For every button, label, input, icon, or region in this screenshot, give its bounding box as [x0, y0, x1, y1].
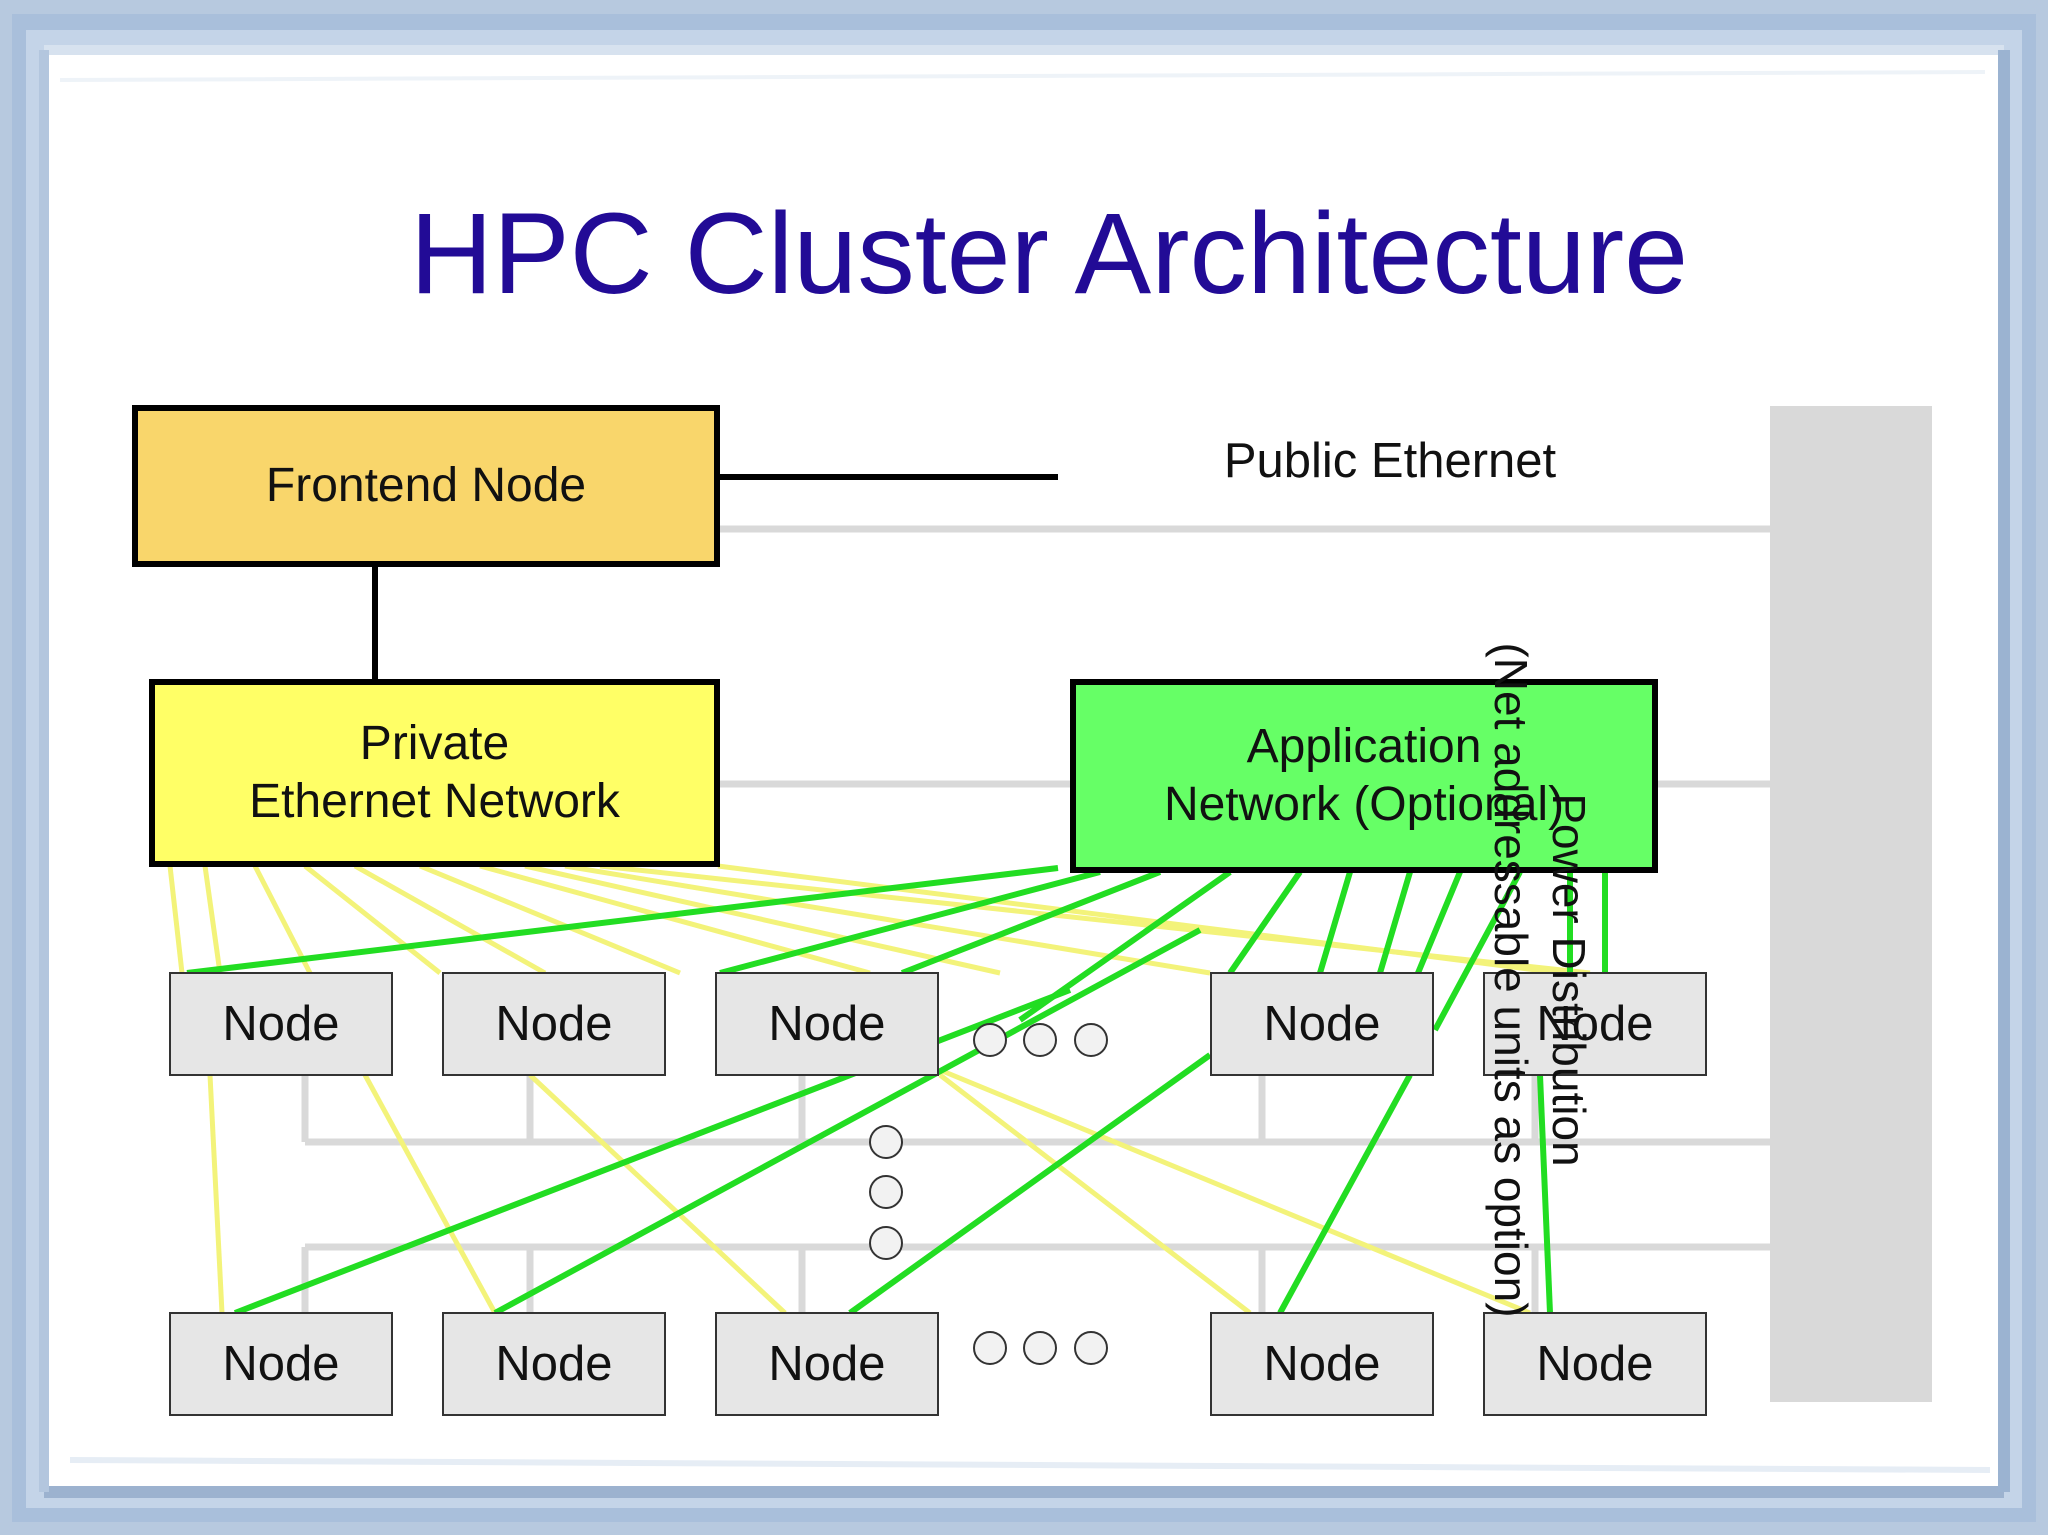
- private-network-label: Private Ethernet Network: [152, 682, 717, 864]
- frontend-node-box: [132, 405, 720, 567]
- private-network-line1: Private: [359, 717, 510, 770]
- application-network-line2: Network (Optional): [1163, 778, 1565, 831]
- node: Node: [1536, 997, 1654, 1051]
- public-ethernet-label: Public Ethernet: [1223, 434, 1557, 488]
- node: Node: [495, 1337, 613, 1391]
- node-boxes: [169, 972, 1707, 1416]
- ellipsis-icons: [869, 1023, 1108, 1365]
- node: Node: [1263, 997, 1381, 1051]
- node: Node: [495, 997, 613, 1051]
- application-network-label: Application Network (Optional): [1073, 682, 1655, 870]
- node: Node: [1263, 1337, 1381, 1391]
- frontend-node-text: Frontend Node: [265, 459, 587, 512]
- application-network-box: [1070, 679, 1658, 873]
- power-distribution-bar: [1770, 406, 1932, 1402]
- power-wiring: [301, 525, 1770, 1313]
- node: Node: [768, 1337, 886, 1391]
- node: Node: [1536, 1337, 1654, 1391]
- slide-title: HPC Cluster Architecture: [409, 190, 1689, 318]
- private-network-line2: Ethernet Network: [249, 775, 620, 828]
- private-network-box: [149, 679, 720, 867]
- frontend-connectors: [372, 474, 1058, 682]
- node: Node: [222, 997, 340, 1051]
- application-network-line1: Application: [1246, 720, 1482, 773]
- node: Node: [222, 1337, 340, 1391]
- frontend-node-label: Frontend Node: [135, 408, 717, 564]
- node: Node: [768, 997, 886, 1051]
